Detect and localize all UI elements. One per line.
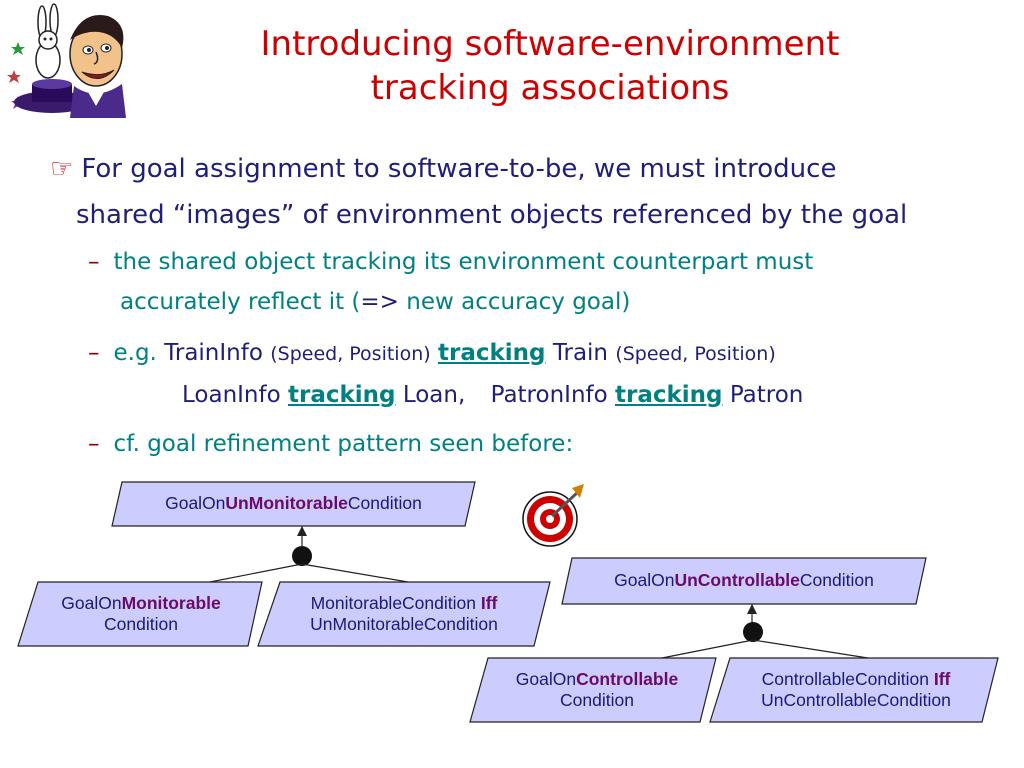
loaninfo: LoanInfo <box>182 382 281 408</box>
traininfo-args: (Speed, Position) <box>270 343 431 365</box>
sub1-line-2: accurately reflect it (=> new accuracy g… <box>120 282 630 322</box>
label-keyword: Monitorable <box>121 593 221 613</box>
label-keyword: UnMonitorable <box>225 493 348 513</box>
train: Train <box>552 340 608 366</box>
sub1-line-2-b: new accuracy goal) <box>398 289 631 315</box>
goal-box-uncontrollable <box>561 557 927 605</box>
goal-box-controllable-iff <box>709 657 999 723</box>
title-line-2: tracking associations <box>370 68 730 108</box>
goal-monitorable-label: GoalOnMonitorable Condition <box>26 593 256 635</box>
goal-box-monitorable <box>17 581 263 647</box>
train-args: (Speed, Position) <box>615 343 776 365</box>
goal-uncontrollable-label: GoalOnUnControllableCondition <box>562 570 926 591</box>
label-post: Condition <box>799 570 874 590</box>
label-line-2: Condition <box>104 614 178 634</box>
label-pre: GoalOn <box>61 593 122 613</box>
sub1-line-1: the shared object tracking its environme… <box>113 249 814 275</box>
dash: – <box>88 431 100 457</box>
label-line-2: UnMonitorableCondition <box>310 614 498 634</box>
dash: – <box>88 340 100 366</box>
bullet-line-1: For goal assignment to software-to-be, w… <box>81 154 837 184</box>
traininfo: TrainInfo <box>164 340 263 366</box>
label-keyword: UnControllable <box>674 570 800 590</box>
sub-bullet-2: –e.g. TrainInfo (Speed, Position) tracki… <box>88 333 776 374</box>
title-line-1: Introducing software-environment <box>260 24 840 64</box>
slide-title: Introducing software-environment trackin… <box>120 22 980 110</box>
label-line-2: Condition <box>560 690 634 710</box>
label-keyword: Iff <box>480 593 498 613</box>
sub1-line-2-a: accurately reflect it ( <box>120 289 361 315</box>
goal-unmonitorable-label: GoalOnUnMonitorableCondition <box>112 493 475 514</box>
sub-bullet-3: –cf. goal refinement pattern seen before… <box>88 424 573 464</box>
label-pre: GoalOn <box>165 493 226 513</box>
label-line-1: ControllableCondition <box>761 669 934 689</box>
bullet-line-2: shared “images” of environment objects r… <box>76 200 908 230</box>
goal-box-unmonitorable <box>111 481 476 527</box>
target-icon <box>522 484 584 547</box>
main-bullet: ☞For goal assignment to software-to-be, … <box>50 146 836 192</box>
tracking-keyword: tracking <box>437 340 546 366</box>
patroninfo: PatronInfo <box>490 382 608 408</box>
magician-illustration <box>7 3 126 118</box>
sub2-line-2: LoanInfo tracking Loan, PatronInfo track… <box>182 375 803 415</box>
implies-arrow: => <box>360 289 399 315</box>
goal-controllable-label: GoalOnControllable Condition <box>480 669 714 711</box>
sub3-text: cf. goal refinement pattern seen before: <box>113 431 574 457</box>
label-pre: GoalOn <box>614 570 675 590</box>
tracking-keyword: tracking <box>288 382 396 408</box>
dash: – <box>88 249 100 275</box>
sub-bullet-1: –the shared object tracking its environm… <box>88 242 813 282</box>
eg-label: e.g. <box>113 340 157 366</box>
tracking-keyword: tracking <box>615 382 723 408</box>
goal-box-controllable <box>469 657 717 723</box>
patron: Patron <box>729 382 804 408</box>
label-line-1: MonitorableCondition <box>310 593 481 613</box>
label-pre: GoalOn <box>515 669 577 689</box>
label-line-2: UnControllableCondition <box>761 690 951 710</box>
label-keyword: Controllable <box>576 669 679 689</box>
goal-controllable-iff-label: ControllableCondition Iff UnControllable… <box>718 669 994 711</box>
label-post: Condition <box>347 493 422 513</box>
loan: Loan, <box>402 382 466 408</box>
goal-monitorable-iff-label: MonitorableCondition Iff UnMonitorableCo… <box>266 593 542 635</box>
pointing-hand-icon: ☞ <box>50 154 74 184</box>
goal-box-monitorable-iff <box>257 581 551 647</box>
label-keyword: Iff <box>933 669 951 689</box>
